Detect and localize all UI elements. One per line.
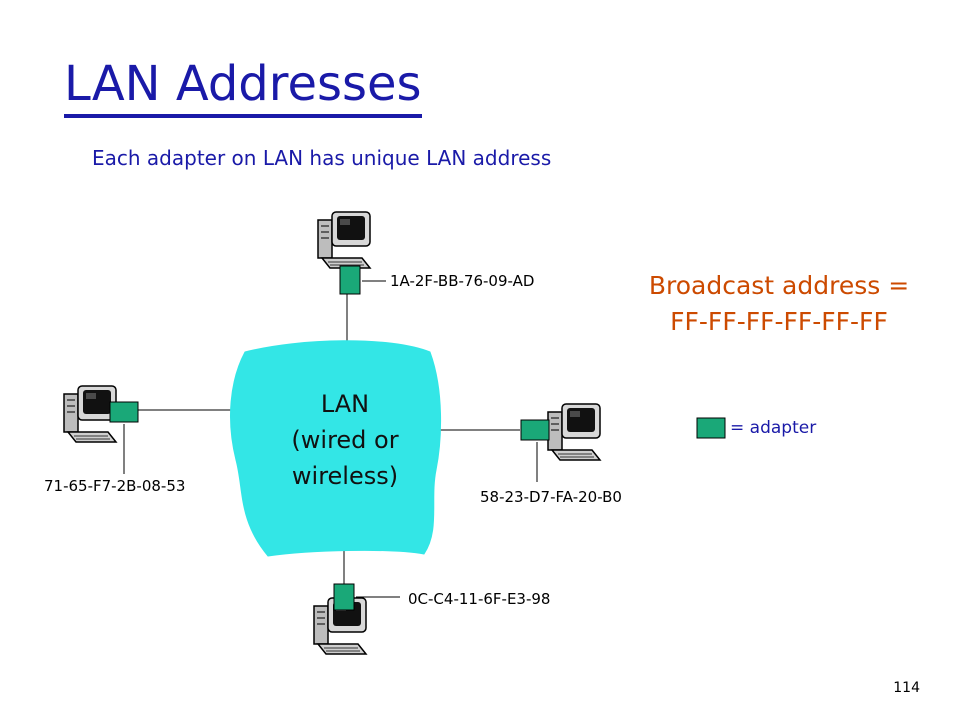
broadcast-note: Broadcast address = FF-FF-FF-FF-FF-FF	[604, 268, 954, 340]
computer-right-icon	[547, 403, 601, 461]
computer-top-icon	[317, 211, 371, 269]
lan-label-line2: (wired or	[291, 426, 399, 454]
mac-address-bottom: 0C-C4-11-6F-E3-98	[408, 590, 551, 608]
mac-address-left: 71-65-F7-2B-08-53	[44, 477, 186, 495]
legend-adapter-swatch	[696, 417, 726, 439]
lan-label-line1: LAN	[320, 390, 370, 418]
adapter-right	[520, 419, 550, 441]
slide-subtitle: Each adapter on LAN has unique LAN addre…	[92, 146, 552, 170]
adapter-bottom	[333, 583, 355, 611]
adapter-top	[339, 265, 361, 295]
computer-left-icon	[63, 385, 117, 443]
adapter-left	[109, 401, 139, 423]
page-number: 114	[893, 680, 920, 696]
mac-address-top: 1A-2F-BB-76-09-AD	[390, 272, 535, 290]
lan-label: LAN (wired or wireless)	[250, 386, 440, 494]
lan-cloud	[230, 340, 442, 557]
slide-title: LAN Addresses	[64, 56, 422, 118]
broadcast-line2: FF-FF-FF-FF-FF-FF	[670, 307, 888, 336]
mac-address-right: 58-23-D7-FA-20-B0	[480, 488, 622, 506]
lan-label-line3: wireless)	[291, 462, 399, 490]
legend-adapter-label: = adapter	[730, 418, 817, 438]
broadcast-line1: Broadcast address =	[648, 271, 910, 300]
